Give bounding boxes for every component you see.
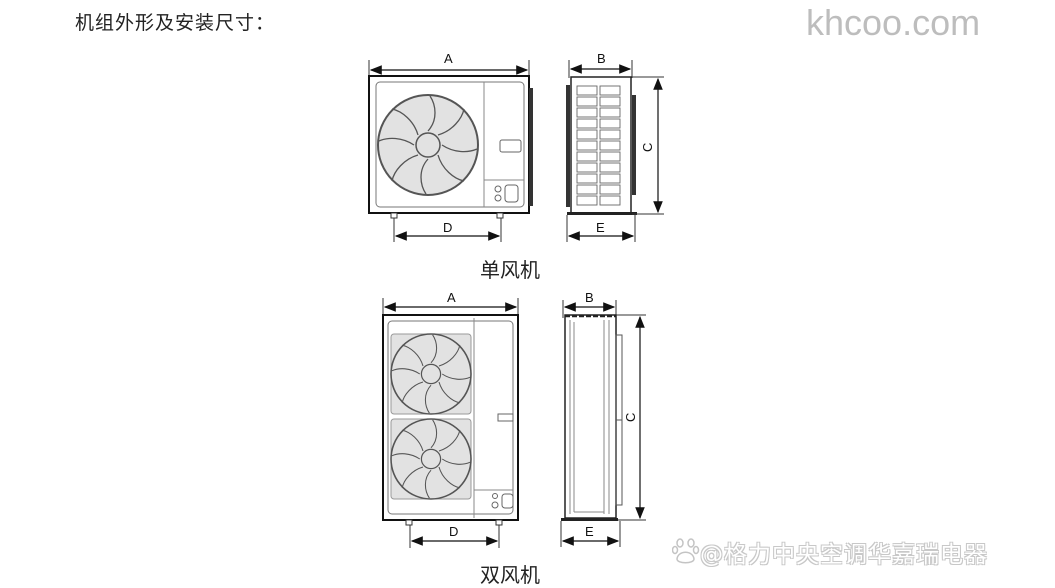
double-fan-front-view: A D [382, 290, 519, 548]
svg-text:C: C [640, 143, 655, 152]
svg-text:C: C [623, 413, 638, 422]
svg-text:D: D [449, 524, 458, 539]
single-fan-front-view: A D [368, 51, 533, 242]
single-fan-side-view: B C E [566, 51, 664, 242]
baidu-paw-icon [672, 538, 700, 564]
caption-double-fan: 双风机 [480, 563, 540, 587]
svg-text:E: E [585, 524, 594, 539]
svg-text:E: E [596, 220, 605, 235]
watermark-author: @格力中央空调华嘉瑞电器 [700, 542, 988, 568]
watermark-site: khcoo.com [806, 2, 981, 43]
svg-text:B: B [597, 51, 606, 66]
caption-single-fan: 单风机 [480, 258, 540, 282]
page-heading: 机组外形及安装尺寸： [75, 12, 276, 34]
double-fan-side-view: B C E [560, 290, 646, 547]
svg-text:A: A [444, 51, 453, 66]
svg-text:B: B [585, 290, 594, 305]
svg-text:A: A [447, 290, 456, 305]
svg-text:D: D [443, 220, 452, 235]
